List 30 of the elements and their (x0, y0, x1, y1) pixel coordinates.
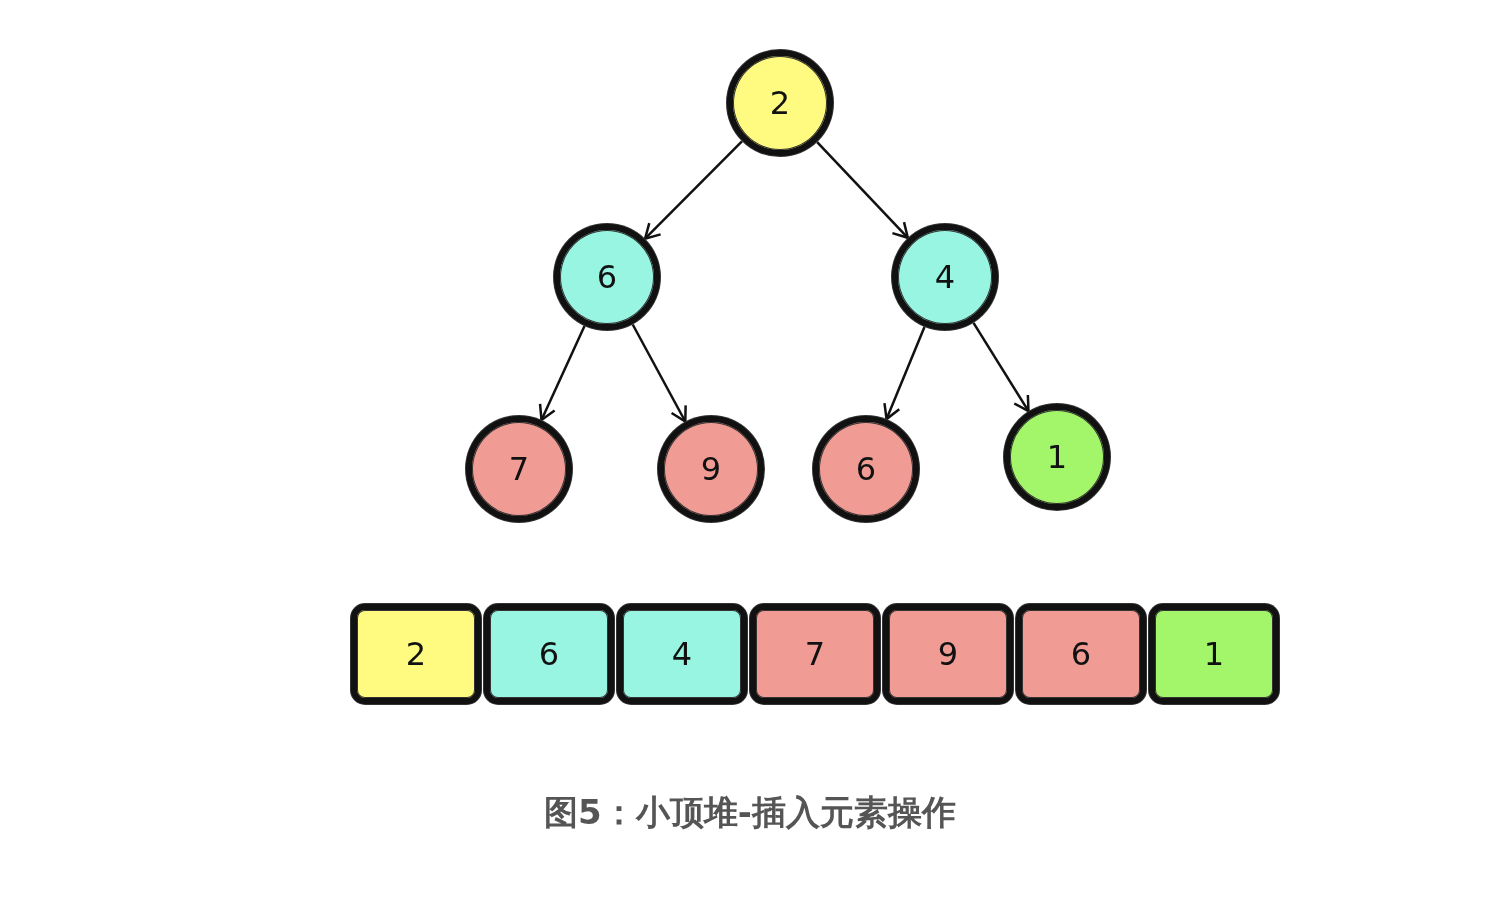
array-cell (1016, 604, 1146, 704)
node-value: 4 (671, 635, 693, 673)
arrow (538, 325, 586, 422)
arrow (883, 326, 926, 421)
node-value: 6 (538, 635, 560, 673)
node-value: 9 (700, 450, 722, 488)
node-value: 6 (1070, 635, 1092, 673)
node-value: 2 (405, 635, 427, 673)
node-value: 6 (855, 450, 877, 488)
node-value: 4 (934, 258, 956, 296)
array-cell (617, 604, 747, 704)
array-cell (1149, 604, 1279, 704)
node-value: 1 (1203, 635, 1225, 673)
tree-node-circle (554, 224, 660, 330)
array-cell (750, 604, 880, 704)
arrow (816, 141, 910, 240)
array-cell (883, 604, 1013, 704)
figure-caption: 图5：小顶堆-插入元素操作 (544, 792, 956, 832)
arrow (643, 140, 743, 240)
node-value: 7 (804, 635, 826, 673)
tree-node-circle (892, 224, 998, 330)
node-value: 1 (1046, 438, 1068, 476)
arrow (631, 323, 687, 423)
arrow (972, 322, 1030, 413)
node-value: 7 (508, 450, 530, 488)
node-value: 9 (937, 635, 959, 673)
array-cell (351, 604, 481, 704)
node-value: 2 (769, 84, 791, 122)
array-cell (484, 604, 614, 704)
node-value: 6 (596, 258, 618, 296)
